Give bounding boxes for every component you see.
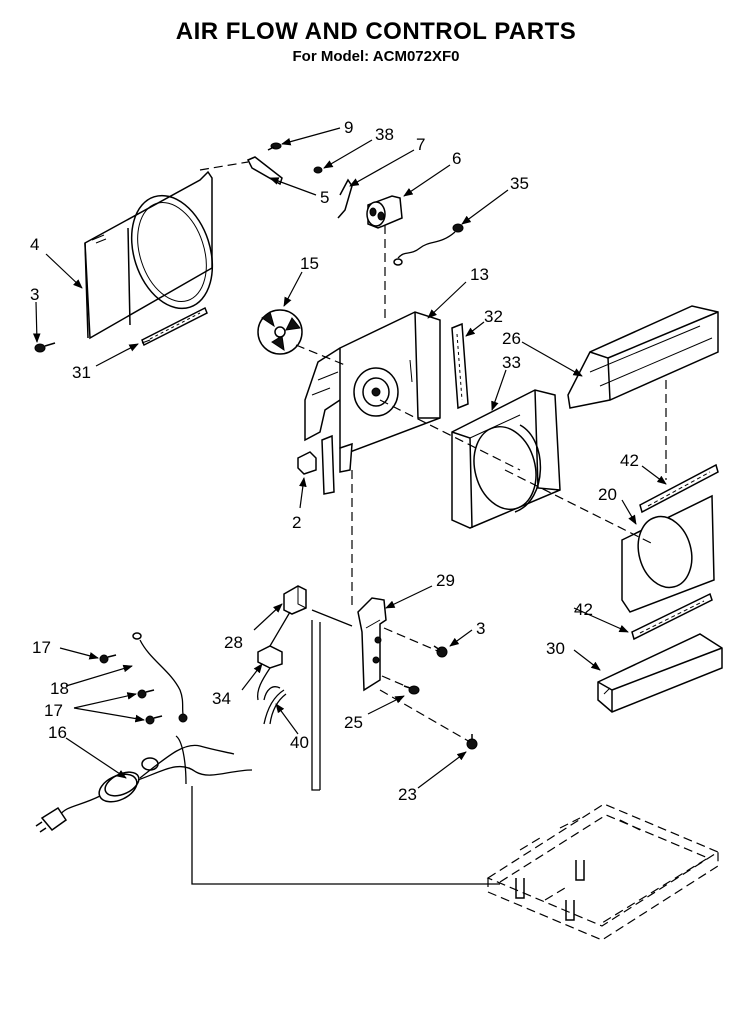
switch-part: [283, 585, 307, 615]
callout-16: 16: [48, 723, 67, 742]
callout-42: 42: [574, 600, 593, 619]
leader-arrows: [32, 127, 667, 789]
callout-17: 17: [32, 638, 51, 657]
callout-38: 38: [375, 125, 394, 144]
air-shroud-part: [84, 170, 214, 340]
callout-23: 30: [546, 639, 565, 658]
callout-3: 3: [476, 619, 485, 638]
ground-wire-part: [393, 223, 464, 266]
callout-20: 20: [598, 485, 617, 504]
callout-31: 31: [72, 363, 91, 382]
callout-4: 4: [30, 235, 39, 254]
callout-29: 29: [436, 571, 455, 590]
scroll-housing-part: [451, 389, 561, 529]
gasket-strip-part: [631, 592, 713, 641]
callout-42: 42: [620, 451, 639, 470]
control-bracket-part: [357, 597, 387, 692]
callout-40: 40: [290, 733, 309, 752]
callout-25: 25: [344, 713, 363, 732]
screw-part: [403, 685, 420, 695]
callout-33: 33: [502, 353, 521, 372]
assembly-lines: [141, 161, 667, 885]
diagram-subtitle: For Model: ACM072XF0: [292, 48, 460, 65]
duct-part: [567, 305, 719, 409]
screw-part: [99, 654, 163, 725]
jumper-wire-part: [263, 689, 287, 725]
screw-part: [433, 645, 448, 658]
callout-17: 17: [44, 701, 63, 720]
gasket-strip-part: [639, 463, 719, 514]
screw-part: [34, 342, 56, 353]
power-cord-part: [35, 735, 253, 833]
bracket-part: [246, 142, 283, 186]
callout-5: 5: [320, 188, 329, 207]
motor-mount-part: [304, 311, 441, 495]
callout-26: 26: [502, 329, 521, 348]
callout-labels: 9 38 7 6 5 35 4 15 13 3 32 26 33 31 42 2…: [30, 118, 639, 804]
callout-13: 13: [470, 265, 489, 284]
callout-28: 28: [224, 633, 243, 652]
callout-30: 23: [398, 785, 417, 804]
foam-strip-part: [141, 306, 208, 347]
diagram-title: AIR FLOW AND CONTROL PARTS: [175, 18, 577, 45]
orifice-panel-part: [621, 494, 715, 613]
seal-strip-part: [451, 322, 469, 410]
callout-18: 18: [50, 679, 69, 698]
base-pan-part: [486, 803, 720, 941]
callout-7: 7: [416, 135, 425, 154]
callout-15: 15: [300, 254, 319, 273]
capacitor-part: [313, 166, 403, 229]
callout-32: 32: [484, 307, 503, 326]
callout-2: 2: [292, 513, 301, 532]
clip-part: [297, 451, 317, 475]
callout-6: 6: [452, 149, 461, 168]
callout-3: 3: [30, 285, 39, 304]
ground-wire-part: [132, 632, 188, 723]
callout-35: 35: [510, 174, 529, 193]
terminal-part: [256, 645, 283, 701]
fan-blade-part: [257, 309, 303, 355]
callout-34: 34: [212, 689, 231, 708]
callout-9: 9: [344, 118, 353, 137]
rail-part: [597, 633, 723, 713]
